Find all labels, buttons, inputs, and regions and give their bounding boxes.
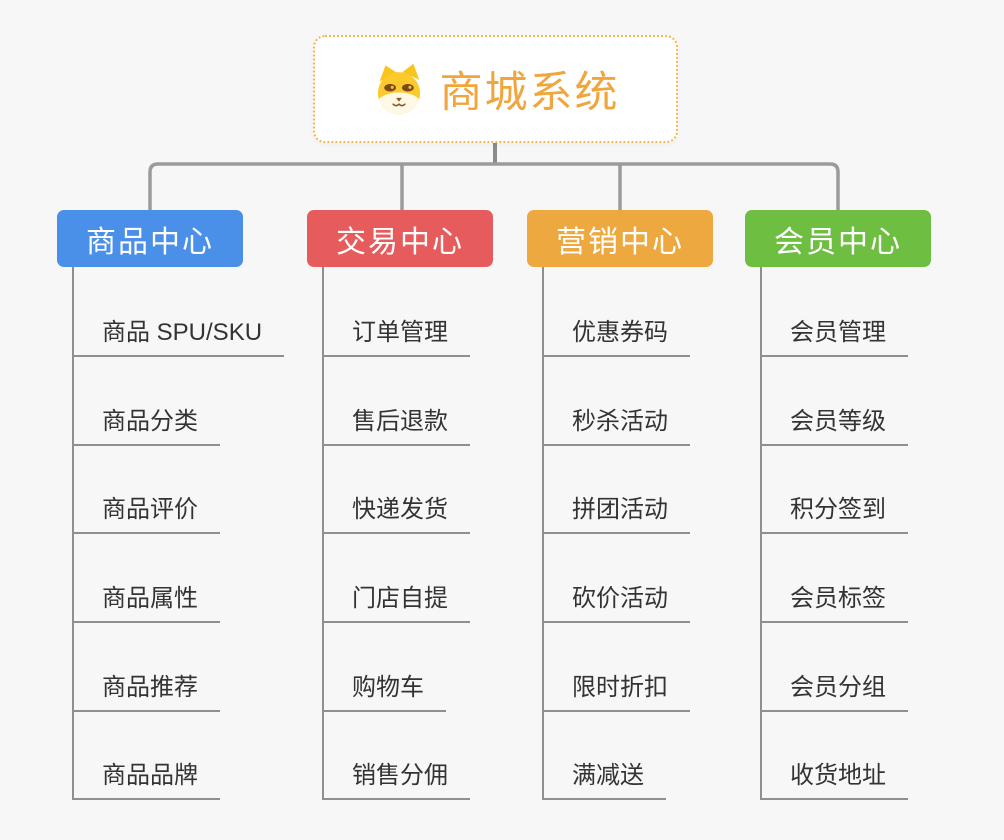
- leaf-node[interactable]: 商品推荐: [72, 673, 220, 712]
- leaf-node[interactable]: 会员等级: [760, 407, 908, 446]
- leaf-node[interactable]: 收货地址: [760, 761, 908, 800]
- leaf-node[interactable]: 售后退款: [322, 407, 470, 446]
- leaf-node[interactable]: 购物车: [322, 673, 446, 712]
- leaf-node[interactable]: 商品属性: [72, 584, 220, 623]
- branch-trade-center[interactable]: 交易中心: [307, 210, 493, 267]
- branch-marketing-center[interactable]: 营销中心: [527, 210, 713, 267]
- leaf-node[interactable]: 积分签到: [760, 495, 908, 534]
- leaf-node[interactable]: 销售分佣: [322, 761, 470, 800]
- leaf-node[interactable]: 快递发货: [322, 495, 470, 534]
- leaf-node[interactable]: 优惠券码: [542, 318, 690, 357]
- branch-member-center[interactable]: 会员中心: [745, 210, 931, 267]
- leaf-node[interactable]: 商品品牌: [72, 761, 220, 800]
- leaf-node[interactable]: 商品分类: [72, 407, 220, 446]
- leaf-node[interactable]: 订单管理: [322, 318, 470, 357]
- leaf-node[interactable]: 秒杀活动: [542, 407, 690, 446]
- leaf-node[interactable]: 会员分组: [760, 673, 908, 712]
- branch-product-center[interactable]: 商品中心: [57, 210, 243, 267]
- leaf-node[interactable]: 砍价活动: [542, 584, 690, 623]
- leaf-node[interactable]: 限时折扣: [542, 673, 690, 712]
- root-title: 商城系统: [439, 69, 620, 117]
- root-node[interactable]: 商城系统: [313, 35, 678, 143]
- leaf-node[interactable]: 商品评价: [72, 495, 220, 534]
- leaf-node[interactable]: 拼团活动: [542, 495, 690, 534]
- leaf-node[interactable]: 门店自提: [322, 584, 470, 623]
- leaf-node[interactable]: 会员管理: [760, 318, 908, 357]
- leaf-node[interactable]: 商品 SPU/SKU: [72, 318, 285, 357]
- leaf-node[interactable]: 会员标签: [760, 584, 908, 623]
- leaf-node[interactable]: 满减送: [542, 761, 666, 800]
- dog-icon: [372, 62, 426, 116]
